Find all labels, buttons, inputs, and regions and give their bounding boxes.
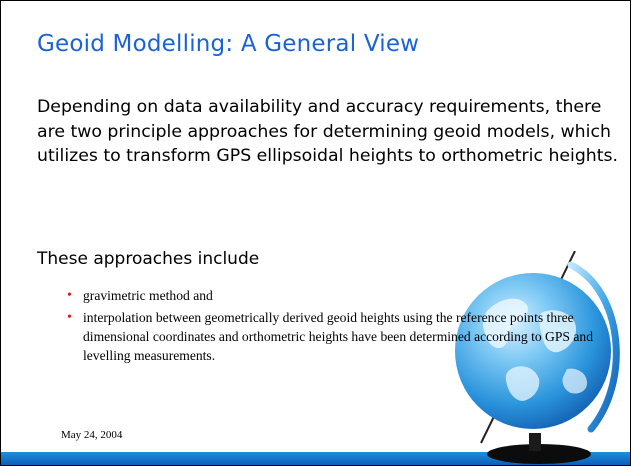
slide-title: Geoid Modelling: A General View [37, 31, 420, 57]
approaches-list: • gravimetric method and • interpolation… [67, 286, 630, 368]
list-item: • gravimetric method and [67, 286, 630, 305]
bottom-bar [1, 452, 630, 465]
approaches-heading: These approaches include [37, 249, 260, 269]
bullet-icon: • [67, 310, 72, 325]
list-item: • interpolation between geometrically de… [67, 308, 630, 365]
intro-paragraph: Depending on data availability and accur… [37, 97, 619, 166]
globe-icon [455, 251, 620, 464]
bullet-text: gravimetric method and [83, 288, 213, 303]
bullet-icon: • [67, 288, 72, 303]
bullet-text: interpolation between geometrically deri… [83, 310, 593, 363]
footer-date: May 24, 2004 [61, 429, 123, 441]
